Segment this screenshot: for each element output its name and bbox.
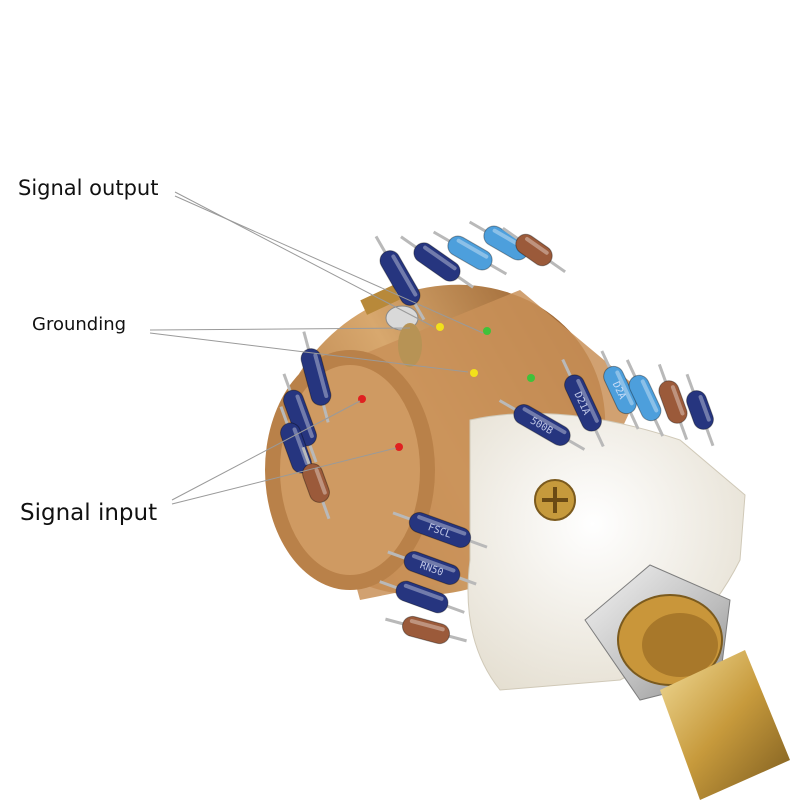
yellow-marker — [470, 369, 478, 377]
resistor — [432, 230, 508, 276]
green-marker — [483, 327, 491, 335]
rear-threaded-stud — [360, 285, 422, 367]
resistor: D2A — [600, 350, 640, 430]
resistor — [685, 373, 715, 447]
resistor — [400, 235, 474, 289]
resistor — [374, 235, 426, 321]
resistor — [300, 331, 332, 423]
signal-output-label: Signal output — [18, 176, 159, 200]
resistor — [625, 359, 665, 437]
yellow-marker — [436, 323, 444, 331]
resistor: 500B — [498, 399, 586, 451]
resistor — [657, 363, 689, 441]
front-shaft-assembly — [584, 564, 790, 800]
leader-lines — [149, 191, 484, 505]
green-marker — [527, 374, 535, 382]
resistor: D21A — [561, 358, 605, 448]
resistor — [385, 615, 467, 645]
resistor — [301, 446, 331, 520]
resistor — [379, 580, 465, 614]
resistor — [502, 226, 566, 274]
red-marker — [395, 443, 403, 451]
grounding-label: Grounding — [32, 314, 127, 335]
resistor: FSCL — [392, 511, 488, 549]
signal-input-label: Signal input — [20, 500, 158, 526]
resistor: RN50 — [387, 550, 477, 586]
